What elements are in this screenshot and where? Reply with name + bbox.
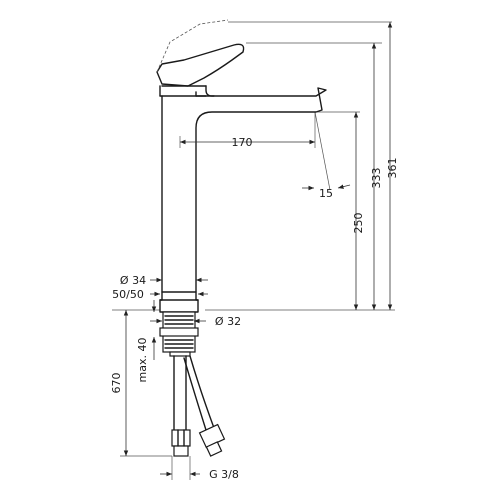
label-spout-angle: 15: [319, 187, 333, 200]
label-hose-length: 670: [110, 373, 123, 394]
label-body-ratio: 50/50: [112, 288, 144, 301]
label-max-deck-thickness: max. 40: [136, 338, 149, 383]
extension-lines: [112, 21, 395, 457]
label-spout-reach: 170: [232, 136, 253, 149]
faucet-outline: [156, 19, 327, 313]
label-hole-diameter: Ø 32: [215, 315, 241, 328]
label-height-361: 361: [386, 158, 399, 179]
faucet-base: [159, 291, 199, 313]
faucet-spout: [205, 85, 215, 97]
label-body-diameter: Ø 34: [120, 274, 146, 287]
dimension-lines: [123, 22, 393, 480]
label-height-333: 333: [370, 168, 383, 189]
label-connection-thread: G 3/8: [209, 468, 239, 481]
handle-ghost-outline: [156, 19, 229, 73]
faucet-handle: [156, 43, 245, 87]
label-spout-height: 250: [352, 213, 365, 234]
mounting-shank: [159, 311, 226, 457]
dimension-labels: 170 15 250 333 361 Ø 34 50/50 Ø 32 670 m…: [110, 136, 399, 481]
